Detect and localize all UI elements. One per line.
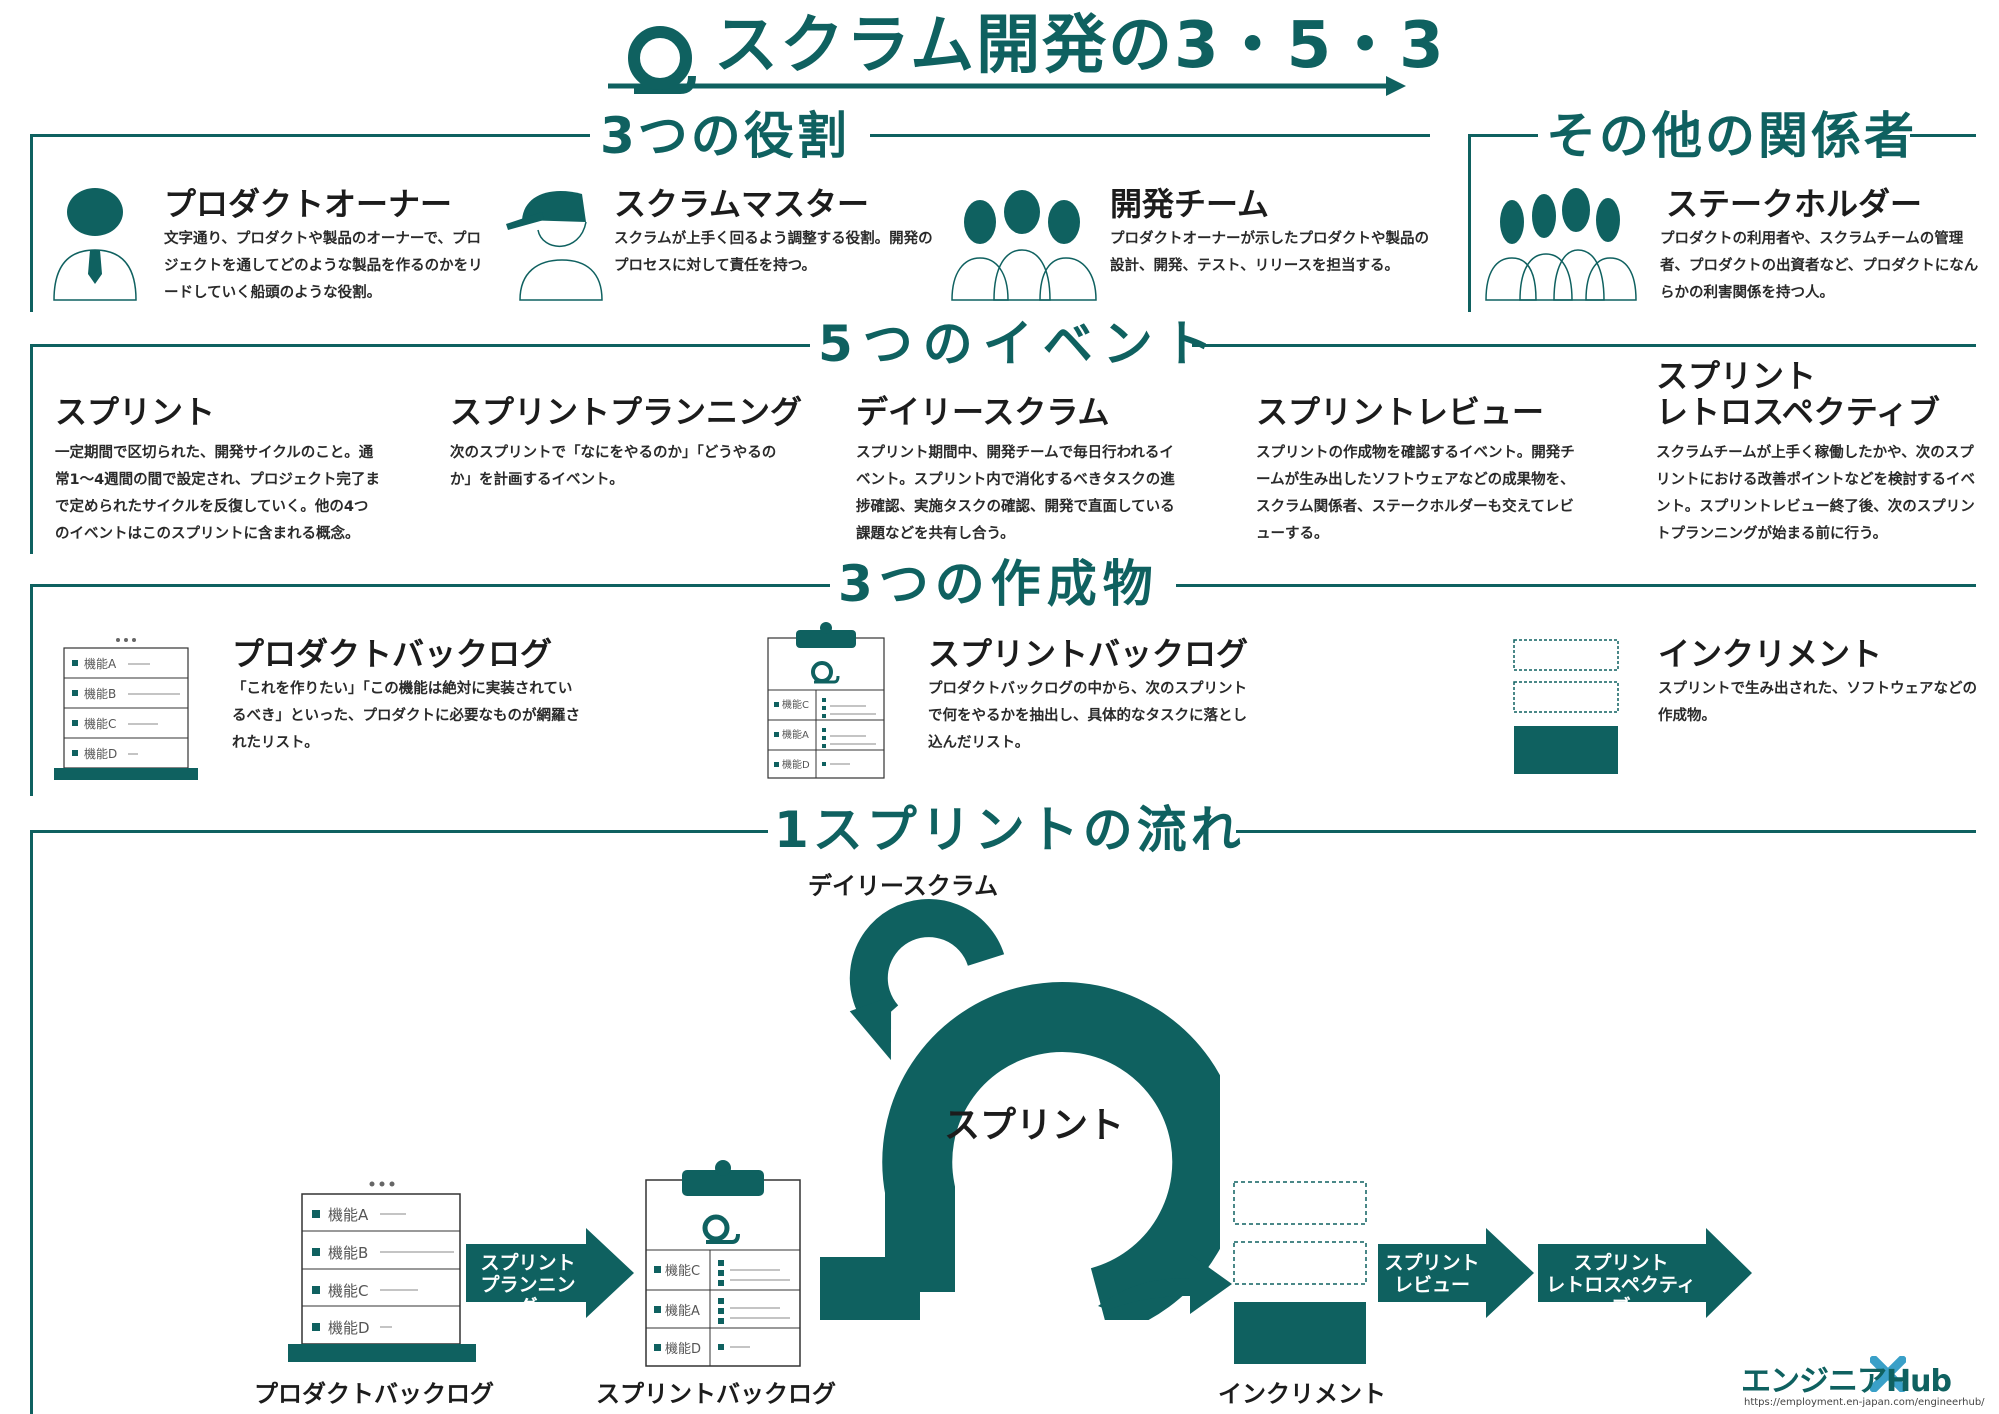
feature-label: 機能C (782, 698, 809, 711)
event-title-sprint-retrospective: スプリント レトロスペクティブ (1656, 357, 1940, 431)
product-backlog-flow-icon: 機能A 機能B 機能C 機能D (288, 1181, 476, 1362)
feature-label: 機能C (84, 716, 116, 731)
roles-frame-left (30, 134, 33, 312)
flow-sprint-backlog-label: スプリントバックログ (596, 1380, 836, 1408)
event-title-sprint-planning: スプリントプランニング (450, 393, 803, 431)
stakeholder-title: ステークホルダー (1666, 185, 1923, 223)
artifact-desc-product-backlog: 「これを作りたい」「この機能は絶対に実装されているべき」といった、プロダクトに必… (232, 681, 580, 751)
events-frame-left (30, 344, 33, 554)
event-desc-sprint-planning: 次のスプリントで「なにをやるのか」「どうやるのか」を計画するイベント。 (450, 445, 777, 488)
review-arrow-label: スプリント レビュー (1384, 1252, 1480, 1296)
flow-frame-top-right (1236, 830, 1976, 833)
feature-label: 機能D (84, 746, 117, 761)
role-desc-scrum-master: スクラムが上手く回るよう調整する役割。開発のプロセスに対して責任を持つ。 (614, 231, 933, 274)
event-desc-sprint-retrospective: スクラムチームが上手く稼働したかや、次のスプリントにおける改善ポイントなどを検討… (1656, 445, 1975, 542)
feature-label: 機能B (328, 1244, 368, 1262)
scrum-master-icon (506, 191, 603, 301)
sprint-exit-arrow (1098, 1254, 1232, 1314)
sprint-backlog-flow-icon: 機能C 機能A 機能D (645, 1160, 801, 1367)
stakeholder-frame-top-right (1910, 134, 1976, 137)
role-desc-dev-team: プロダクトオーナーが示したプロダクトや製品の設計、開発、テスト、リリースを担当す… (1110, 231, 1429, 274)
event-desc-sprint: 一定期間で区切られた、開発サイクルのこと。通常1〜4週間の間で設定され、プロジェ… (55, 445, 380, 542)
artifact-title-sprint-backlog: スプリントバックログ (928, 635, 1249, 673)
sprint-cycle-icon (820, 899, 1220, 1320)
planning-arrow (466, 1228, 634, 1318)
increment-flow-icon (1233, 1181, 1367, 1364)
artifacts-frame-left (30, 584, 33, 796)
sprint-label: スプリント (944, 1105, 1125, 1146)
artifacts-section-title: 3つの作成物 (838, 555, 1159, 613)
artifact-title-product-backlog: プロダクトバックログ (232, 635, 553, 673)
event-title-daily-scrum: デイリースクラム (856, 393, 1110, 431)
flow-product-backlog-label: プロダクトバックログ (254, 1380, 494, 1408)
retro-arrow-label: スプリント レトロスペクティブ (1546, 1252, 1696, 1318)
events-frame-top-left (30, 344, 810, 347)
flow-frame-top-left (30, 830, 768, 833)
event-desc-sprint-review: スプリントの作成物を確認するイベント。開発チームが生み出したソフトウェアなどの成… (1256, 445, 1575, 542)
stakeholder-icon (1485, 188, 1637, 301)
feature-label: 機能B (84, 686, 116, 701)
product-backlog-small-icon: 機能A 機能B 機能C 機能D (54, 638, 198, 780)
stakeholder-frame-top-left (1468, 134, 1538, 137)
flow-frame-left (30, 830, 33, 1414)
increment-small-icon (1513, 639, 1619, 774)
dev-team-icon (951, 190, 1097, 301)
event-title-sprint-review: スプリントレビュー (1256, 393, 1545, 431)
feature-label: 機能A (782, 728, 809, 741)
feature-label: 機能A (84, 656, 117, 671)
product-owner-icon (53, 188, 137, 301)
roles-frame-top-right (870, 134, 1430, 137)
artifact-desc-increment: スプリントで生み出された、ソフトウェアなどの作成物。 (1658, 681, 1977, 724)
feature-label: 機能A (665, 1304, 700, 1319)
review-arrow (1378, 1228, 1534, 1318)
artifacts-frame-top-left (30, 584, 830, 587)
event-title-sprint: スプリント (55, 393, 216, 431)
title-underline-arrow (608, 76, 1406, 96)
logo: エンジニアHub (1741, 1364, 1952, 1399)
page-title: スクラム開発の3・5・3 (714, 9, 1446, 83)
daily-scrum-label: デイリースクラム (808, 872, 999, 900)
logo-url: https://employment.en-japan.com/engineer… (1744, 1397, 1985, 1408)
flow-section-title: 1スプリントの流れ (774, 801, 1245, 859)
role-title-product-owner: プロダクトオーナー (164, 185, 453, 223)
role-title-dev-team: 開発チーム (1110, 185, 1270, 223)
role-title-scrum-master: スクラムマスター (614, 185, 870, 223)
event-desc-daily-scrum: スプリント期間中、開発チームで毎日行われるイベント。スプリント内で消化するべきタ… (856, 445, 1175, 542)
events-frame-top-right (1192, 344, 1976, 347)
events-section-title: 5つのイベント (818, 315, 1223, 373)
artifact-desc-sprint-backlog: プロダクトバックログの中から、次のスプリントで何をやるかを抽出し、具体的なタスク… (928, 681, 1247, 751)
planning-arrow-label: スプリント プランニング (480, 1252, 576, 1318)
logo-icon (1870, 1356, 1906, 1392)
roles-section-title: 3つの役割 (600, 107, 850, 165)
feature-label: 機能D (665, 1342, 701, 1357)
artifact-title-increment: インクリメント (1658, 635, 1883, 673)
artifacts-frame-top-right (1176, 584, 1976, 587)
feature-label: 機能C (665, 1264, 700, 1279)
feature-label: 機能C (328, 1282, 368, 1300)
roles-frame-top-left (30, 134, 590, 137)
retro-arrow (1538, 1228, 1752, 1318)
sprint-backlog-small-icon: 機能C 機能A 機能D (767, 622, 885, 779)
flow-increment-label: インクリメント (1218, 1380, 1386, 1408)
stakeholder-section-title: その他の関係者 (1546, 107, 1917, 165)
role-desc-product-owner: 文字通り、プロダクトや製品のオーナーで、プロジェクトを通してどのような製品を作る… (164, 231, 483, 301)
feature-label: 機能D (328, 1319, 370, 1337)
stakeholder-frame-left (1468, 134, 1471, 312)
stakeholder-desc: プロダクトの利用者や、スクラムチームの管理者、プロダクトの出資者など、プロダクト… (1660, 231, 1979, 301)
feature-label: 機能A (328, 1206, 369, 1224)
feature-label: 機能D (782, 758, 810, 771)
